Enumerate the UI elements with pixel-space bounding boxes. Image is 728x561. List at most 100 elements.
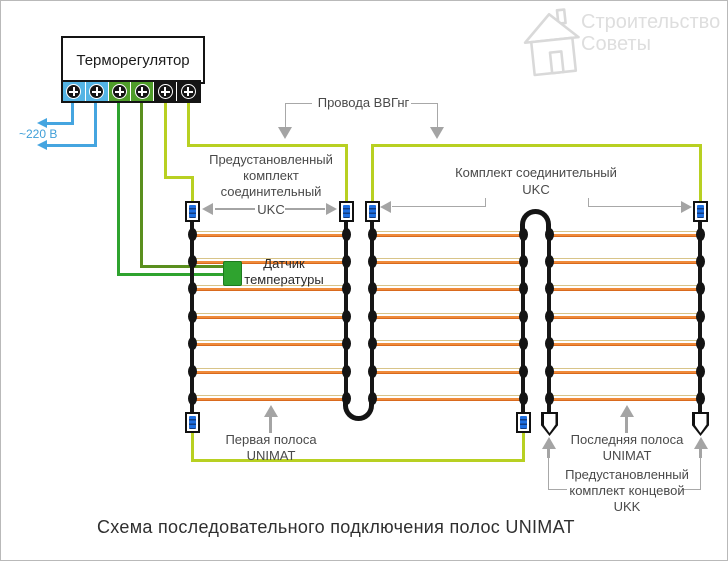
junction-dot xyxy=(544,364,554,378)
terminal-2 xyxy=(85,82,108,101)
arrow-shaft xyxy=(215,208,255,210)
heating-strip xyxy=(374,258,521,264)
junction-dot xyxy=(367,336,377,350)
wire-segment xyxy=(191,459,525,462)
wire-segment xyxy=(46,144,97,147)
leader-line xyxy=(700,457,701,490)
junction-dot xyxy=(518,227,528,241)
terminal-strip xyxy=(61,80,201,103)
screw-icon xyxy=(89,84,105,99)
leader-line xyxy=(392,206,486,207)
junction-dot xyxy=(695,391,705,405)
arrow-right-icon xyxy=(681,201,692,213)
junction-dot xyxy=(544,391,554,405)
junction-dot xyxy=(341,391,351,405)
junction-dot xyxy=(367,254,377,268)
junction-dot xyxy=(695,309,705,323)
heating-strip xyxy=(551,368,698,374)
junction-dot xyxy=(695,281,705,295)
junction-dot xyxy=(544,227,554,241)
junction-dot xyxy=(187,391,197,405)
wire-segment xyxy=(71,101,74,125)
heating-strip xyxy=(551,231,698,237)
power-label: ~220 В xyxy=(19,127,58,141)
wire-segment xyxy=(117,101,120,276)
junction-dot xyxy=(341,364,351,378)
arrow-down-icon xyxy=(430,127,444,139)
terminal-3 xyxy=(108,82,131,101)
wire-segment xyxy=(140,265,226,268)
junction-dot xyxy=(341,254,351,268)
heating-strip xyxy=(374,395,521,401)
arrow-right-icon xyxy=(326,203,337,215)
last-strip-label: Последняя полоса UNIMAT xyxy=(570,432,684,463)
wires-label: Провода ВВГнг xyxy=(317,95,410,110)
screw-icon xyxy=(134,84,150,99)
heating-strip xyxy=(551,313,698,319)
thermostat-box: Терморегулятор xyxy=(61,36,205,84)
junction-dot xyxy=(341,281,351,295)
ukc-connector xyxy=(185,412,200,433)
junction-dot xyxy=(187,364,197,378)
junction-dot xyxy=(367,309,377,323)
wire-segment xyxy=(46,122,73,125)
ukc-connector xyxy=(185,201,200,222)
logo-line-2: Советы xyxy=(581,33,651,55)
leader-line xyxy=(549,489,567,490)
leader-line xyxy=(411,103,438,104)
arrow-left-icon xyxy=(37,118,47,128)
wire-segment xyxy=(191,176,194,203)
junction-dot xyxy=(341,336,351,350)
arrow-left-icon xyxy=(202,203,213,215)
junction-dot xyxy=(367,391,377,405)
screw-icon xyxy=(157,84,173,99)
heating-strip xyxy=(194,231,344,237)
arrow-shaft xyxy=(625,416,628,433)
logo-line-1: Строительство xyxy=(581,11,721,33)
heating-strip xyxy=(194,313,344,319)
arrow-shaft xyxy=(269,416,272,433)
wire-segment xyxy=(522,431,525,462)
junction-dot xyxy=(341,227,351,241)
heating-strip xyxy=(374,340,521,346)
heating-strip xyxy=(194,285,344,291)
heating-strip xyxy=(551,285,698,291)
ukk-label: Предустановленный комплект концевой UKK xyxy=(565,467,689,514)
first-strip-label: Первая полоса UNIMAT xyxy=(225,432,317,463)
wire-segment xyxy=(164,101,167,179)
diagram-caption: Схема последовательного подключения поло… xyxy=(97,517,575,537)
junction-dot xyxy=(695,254,705,268)
wire-segment xyxy=(187,144,348,147)
screw-icon xyxy=(180,84,196,99)
junction-dot xyxy=(695,336,705,350)
junction-dot xyxy=(544,281,554,295)
heating-strip xyxy=(551,340,698,346)
arrow-left-icon xyxy=(37,140,47,150)
heating-strip xyxy=(374,368,521,374)
junction-dot xyxy=(187,336,197,350)
junction-dot xyxy=(544,309,554,323)
arrow-up-icon xyxy=(694,437,708,449)
wire-segment xyxy=(191,431,194,462)
arrow-shaft xyxy=(547,448,550,458)
junction-dot xyxy=(518,364,528,378)
bus-line xyxy=(521,230,525,415)
junction-dot xyxy=(518,336,528,350)
ukc-kit-label: Комплект соединительный xyxy=(455,165,617,180)
junction-dot xyxy=(341,309,351,323)
wire-segment xyxy=(187,101,190,147)
junction-dot xyxy=(187,309,197,323)
leader-line xyxy=(548,457,549,490)
wire-segment xyxy=(94,101,97,147)
wire-segment xyxy=(345,144,348,203)
arrow-shaft xyxy=(285,208,325,210)
arrow-up-icon xyxy=(542,437,556,449)
ukc-connector xyxy=(339,201,354,222)
temperature-sensor xyxy=(223,261,242,286)
arrow-down-icon xyxy=(278,127,292,139)
wire-segment xyxy=(117,273,226,276)
wire-segment xyxy=(140,101,143,268)
ukk-end-cap xyxy=(541,412,558,436)
screw-icon xyxy=(66,84,82,99)
